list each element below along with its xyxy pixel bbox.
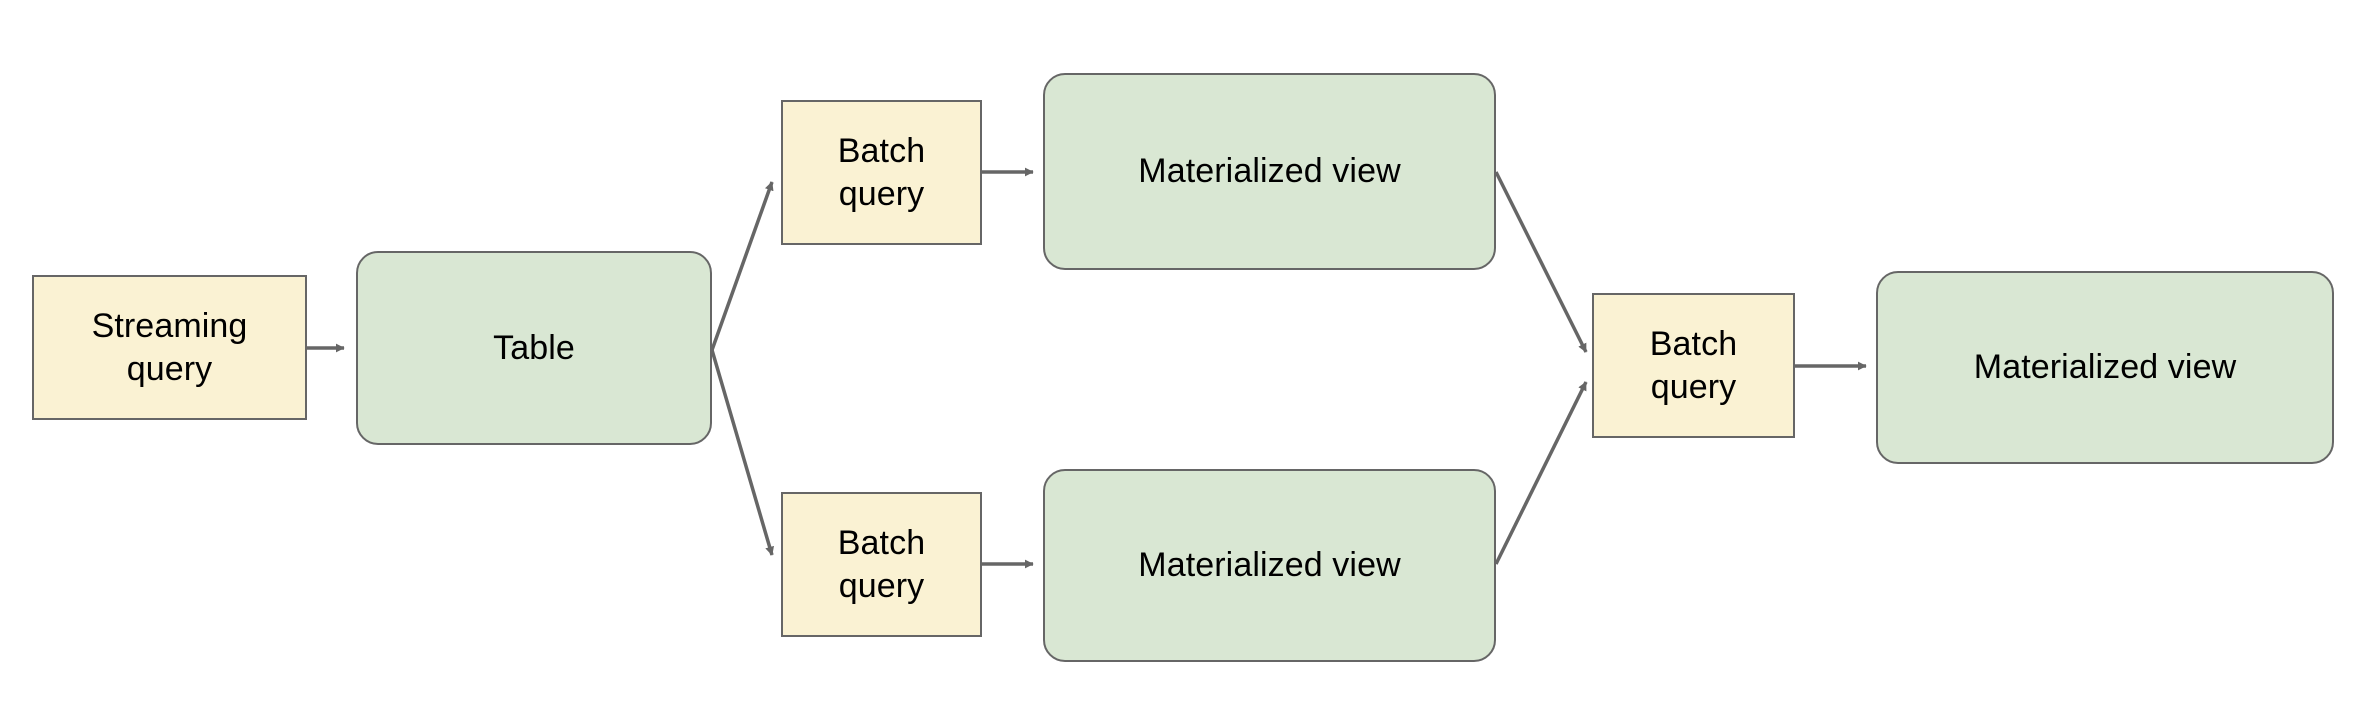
node-batch-query-bottom[interactable]: Batch query: [781, 492, 982, 637]
node-batch-query-top[interactable]: Batch query: [781, 100, 982, 245]
node-batch-query-merge[interactable]: Batch query: [1592, 293, 1795, 438]
edge-materialized-view-top-to-batch-query-merge: [1494, 171, 1588, 353]
node-streaming-query[interactable]: Streaming query: [32, 275, 307, 420]
node-materialized-view-top[interactable]: Materialized view: [1043, 73, 1496, 270]
edge-table-to-batch-query-top: [710, 181, 774, 351]
node-materialized-view-final[interactable]: Materialized view: [1876, 271, 2334, 464]
node-materialized-view-bottom[interactable]: Materialized view: [1043, 469, 1496, 662]
edge-table-to-batch-query-bottom: [710, 349, 775, 556]
node-table[interactable]: Table: [356, 251, 712, 445]
edge-materialized-view-bottom-to-batch-query-merge: [1494, 381, 1588, 565]
